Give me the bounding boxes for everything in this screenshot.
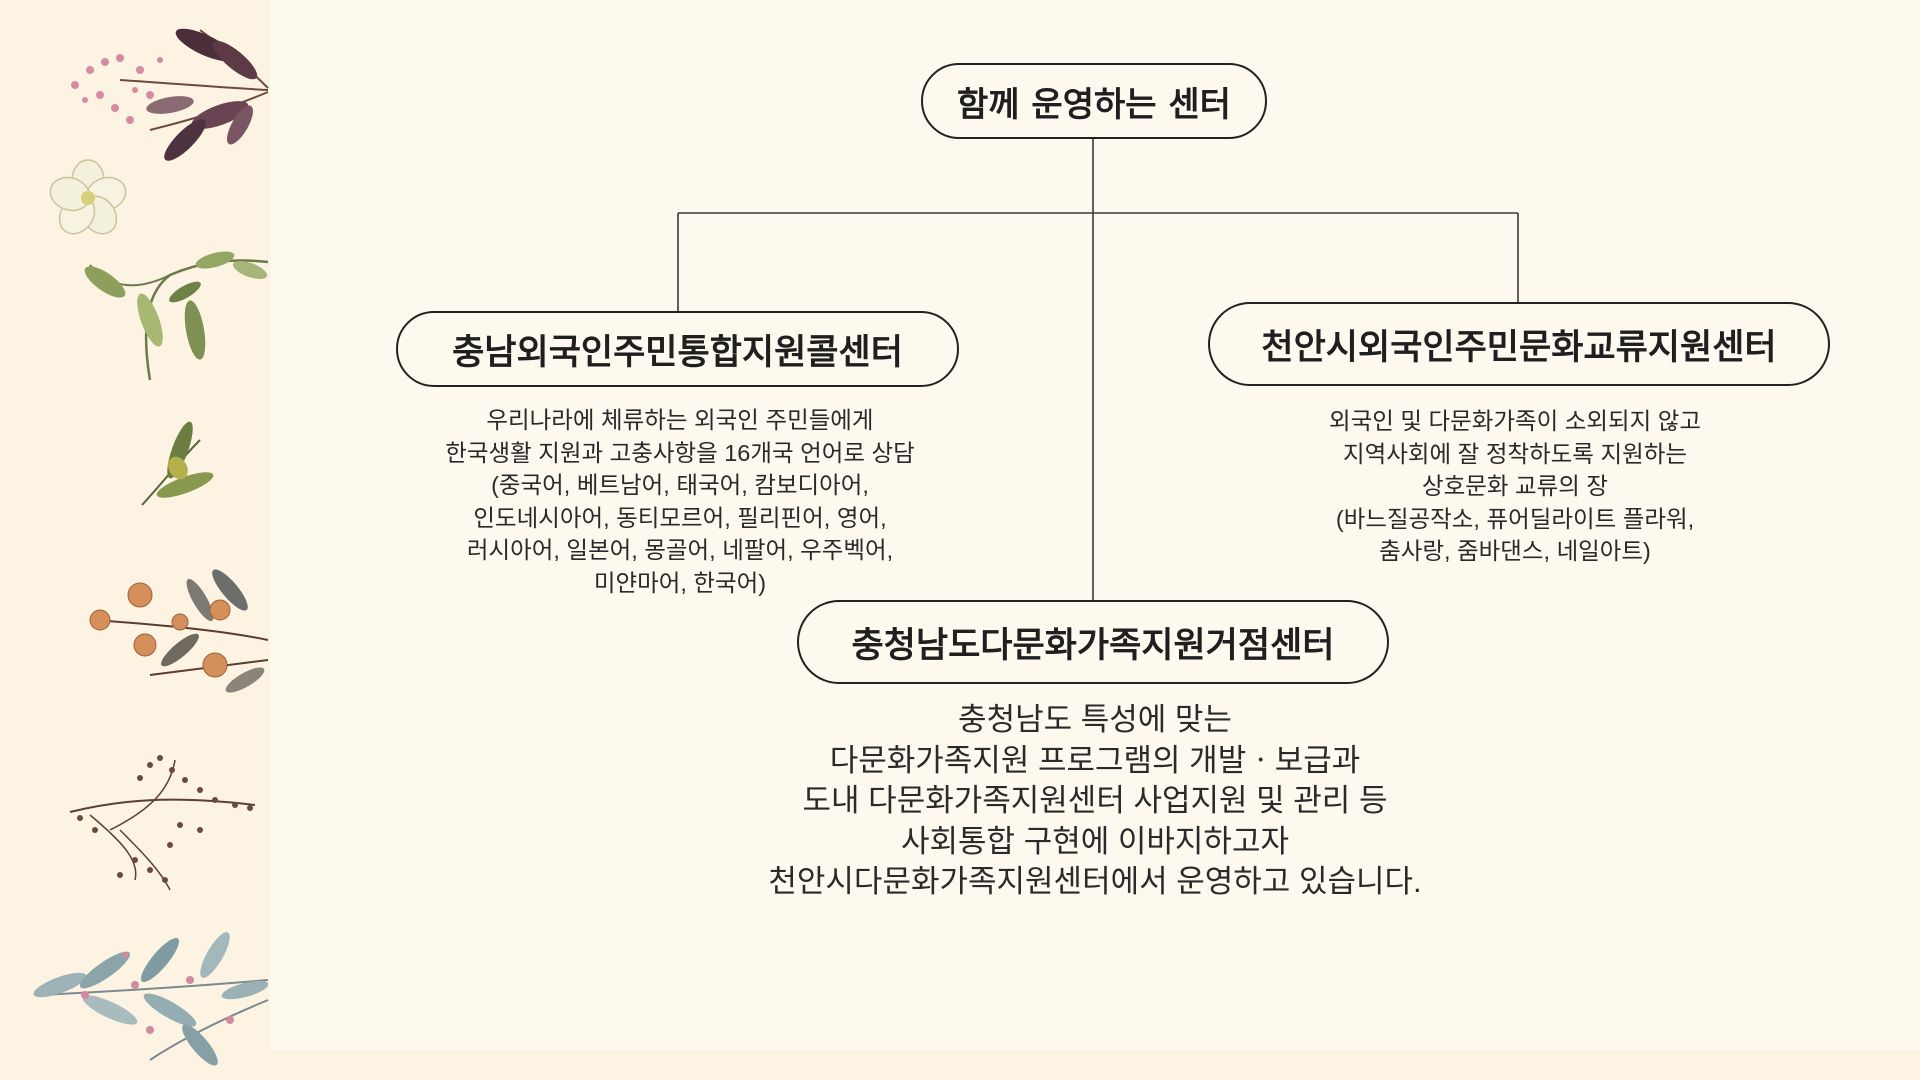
olive-sprig-icon [141, 421, 214, 506]
description-line: (바느질공작소, 퓨어딜라이트 플라워, [1335, 505, 1695, 532]
description-line: 도내 다문화가족지원센터 사업지원 및 관리 등 [802, 783, 1388, 818]
description-line: 다문화가족지원 프로그램의 개발ㆍ보급과 [829, 742, 1361, 778]
green-leaf-branch-icon [84, 251, 269, 381]
callcenter-node: 충남외국인주민통합지원콜센터 [396, 311, 959, 387]
description-line: 충청남도 특성에 맞는 [958, 702, 1232, 737]
description-line: 사회통합 구현에 이바지하고자 [901, 823, 1289, 859]
callcenter-description: 우리나라에 체류하는 외국인 주민들에게 한국생활 지원과 고충사항을 16개국… [380, 404, 980, 599]
hub-center-description: 충청남도 특성에 맞는 다문화가족지원 프로그램의 개발ㆍ보급과 도내 다문화가… [680, 700, 1510, 903]
description-line: 천안시다문화가족지원센터에서 운영하고 있습니다. [768, 864, 1422, 899]
description-line: 지역사회에 잘 정착하도록 지원하는 [1343, 440, 1687, 467]
hub-center-node: 충청남도다문화가족지원거점센터 [797, 600, 1389, 684]
dried-seed-branch-icon [69, 755, 256, 891]
bottom-band [270, 1050, 1920, 1080]
botanical-decorations [33, 28, 269, 1066]
description-line: 춤사랑, 줌바댄스, 네일아트) [1379, 538, 1651, 564]
description-line: 러시아어, 일본어, 몽골어, 네팔어, 우주벡어, [466, 537, 894, 563]
white-flower-icon [49, 159, 127, 235]
description-line: 인도네시아어, 동티모르어, 필리핀어, 영어, [473, 504, 887, 531]
root-node: 함께 운영하는 센터 [921, 63, 1267, 139]
description-line: 상호문화 교류의 장 [1421, 473, 1609, 499]
description-line: 외국인 및 다문화가족이 소외되지 않고 [1328, 408, 1702, 434]
description-line: 우리나라에 체류하는 외국인 주민들에게 [486, 407, 874, 433]
decorative-side-panel [0, 0, 270, 1080]
purple-leaf-branch-icon [71, 28, 269, 161]
eucalyptus-branch-icon [33, 932, 269, 1066]
description-line: (중국어, 베트남어, 태국어, 캄보디아어, [491, 472, 869, 498]
description-line: 한국생활 지원과 고충사항을 16개국 언어로 상담 [445, 439, 915, 466]
culture-exchange-description: 외국인 및 다문화가족이 소외되지 않고 지역사회에 잘 정착하도록 지원하는 … [1215, 405, 1815, 568]
description-line: 미얀마어, 한국어) [593, 569, 767, 596]
culture-exchange-node: 천안시외국인주민문화교류지원센터 [1208, 302, 1830, 386]
orange-flower-branch-icon [89, 569, 269, 693]
